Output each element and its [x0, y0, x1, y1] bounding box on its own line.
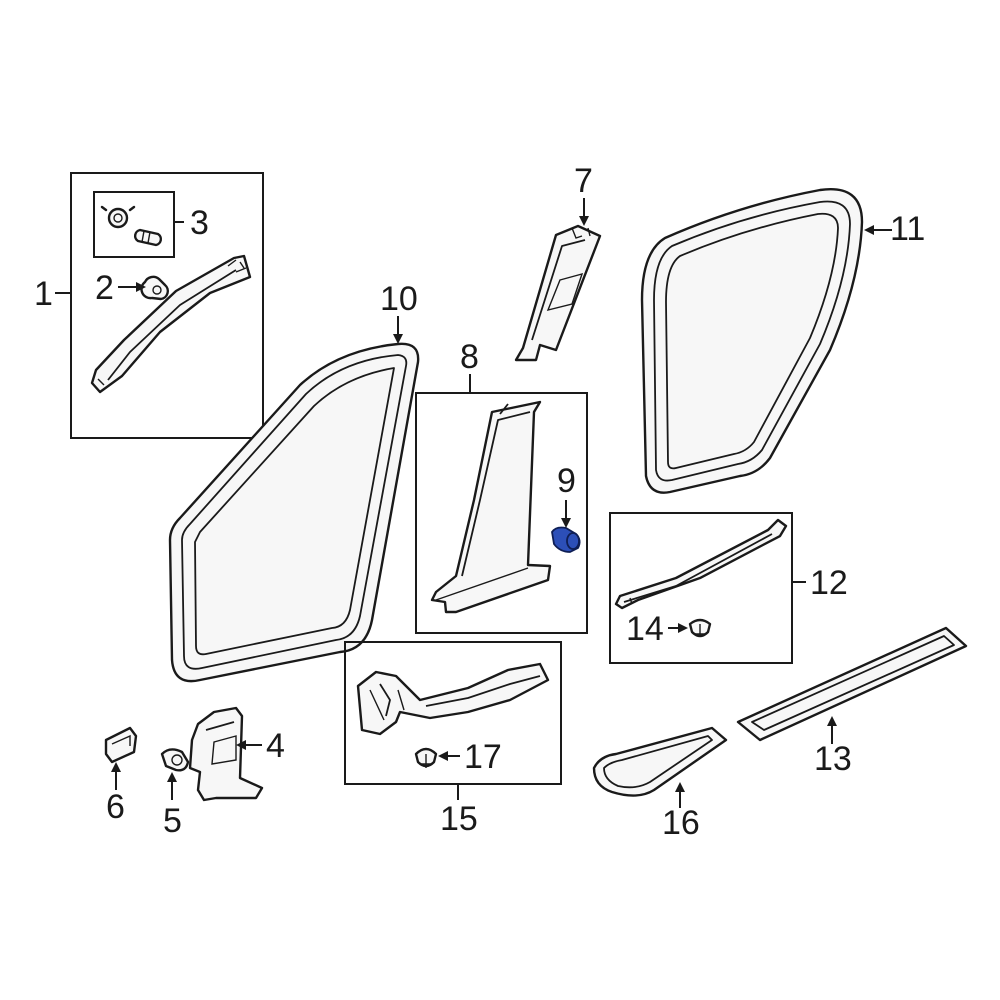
part-8-pillar-trim	[430, 400, 552, 614]
group-1-frame	[70, 172, 264, 439]
part-4-bracket	[188, 706, 264, 802]
callout-4: 4	[266, 727, 285, 765]
group-3-frame	[93, 191, 175, 258]
callout-labels: 1 2 3 4 5 6 7 8 9 10 11 12 13 14 15 16 1…	[34, 162, 925, 842]
part-9-clip	[551, 526, 581, 553]
callout-8: 8	[460, 338, 479, 376]
group-15	[344, 641, 562, 785]
part-13-sill-plate	[736, 626, 968, 742]
callout-11: 11	[890, 210, 925, 248]
callout-15: 15	[440, 800, 478, 838]
group-12-frame	[609, 512, 793, 664]
callout-1: 1	[34, 275, 53, 313]
group-12	[609, 512, 793, 664]
part-10-weatherstrip	[168, 342, 420, 683]
callout-13: 13	[814, 740, 852, 778]
callout-5: 5	[163, 802, 182, 840]
part-5-clip	[160, 748, 190, 772]
group-1	[70, 172, 264, 439]
callout-17: 17	[464, 738, 502, 776]
part-1-pillar-trim	[90, 254, 252, 394]
part-3-clip	[100, 205, 163, 247]
callout-6: 6	[106, 788, 125, 826]
part-12-sill-trim	[614, 518, 788, 610]
part-7-upper-pillar	[514, 224, 602, 362]
group-8-frame	[415, 392, 588, 634]
callout-10: 10	[380, 280, 418, 318]
callout-16: 16	[662, 804, 700, 842]
callout-3: 3	[190, 204, 209, 242]
leaders	[55, 198, 892, 808]
part-17-clip	[414, 747, 438, 768]
part-2-clip	[140, 275, 169, 301]
part-6-clip	[104, 726, 138, 764]
group-8	[415, 392, 588, 634]
callout-14: 14	[626, 610, 664, 648]
part-11-weatherstrip	[640, 188, 864, 494]
part-16-sill-plate	[592, 726, 728, 797]
part-15-kick-panel	[356, 662, 550, 736]
callout-12: 12	[810, 564, 848, 602]
group-15-frame	[344, 641, 562, 785]
callout-9: 9	[557, 462, 576, 500]
part-14-clip	[688, 618, 712, 638]
callout-7: 7	[574, 162, 593, 200]
callout-2: 2	[95, 269, 114, 307]
